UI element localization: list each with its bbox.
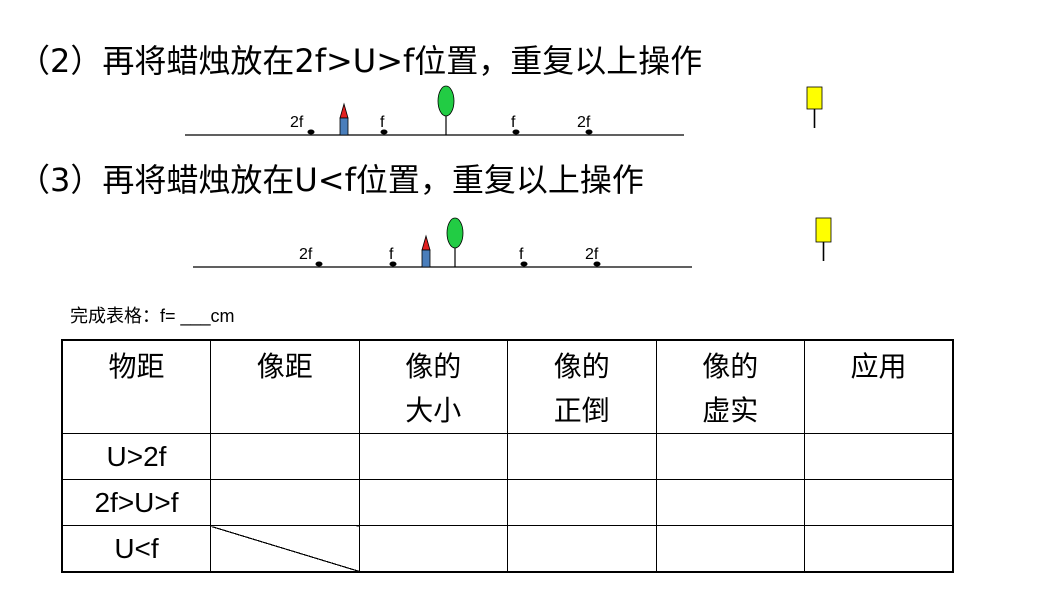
lens-shape	[437, 85, 455, 117]
candle-flame	[339, 102, 349, 119]
table-cell[interactable]	[358, 525, 508, 573]
header-object-distance: 物距	[61, 339, 211, 434]
table-cell[interactable]	[210, 479, 360, 526]
table-row: 2f>U>f	[61, 479, 954, 526]
caption-prefix: 完成表格：	[70, 306, 160, 327]
table-cell[interactable]	[804, 433, 954, 480]
focal-point-left-f	[380, 129, 388, 135]
focal-point-right-2f	[585, 129, 593, 135]
candle	[339, 102, 349, 136]
step2-heading: （2）再将蜡烛放在2f>U>f位置，重复以上操作	[18, 42, 703, 80]
table-row: U<f	[61, 525, 954, 573]
label-right-2f: 2f	[577, 114, 591, 131]
row-label: U>2f	[61, 433, 211, 480]
table-cell[interactable]	[804, 479, 954, 526]
table-cell[interactable]	[507, 525, 657, 573]
header-image-distance: 像距	[210, 339, 360, 434]
focal-point-left-f	[389, 261, 397, 267]
focal-point-left-2f	[315, 261, 323, 267]
candle	[421, 234, 431, 268]
row-label: U<f	[61, 525, 211, 573]
header-application: 应用	[804, 339, 954, 434]
table-cell[interactable]	[507, 433, 657, 480]
header-image-orientation: 像的正倒	[507, 339, 657, 434]
label-right-2f: 2f	[585, 246, 599, 263]
screen-board	[806, 86, 823, 110]
table-cell[interactable]	[655, 479, 805, 526]
focal-point-left-2f	[307, 129, 315, 135]
screen-board	[815, 217, 832, 243]
label-left-f: f	[389, 246, 394, 263]
table-cell[interactable]	[210, 433, 360, 480]
table-cell-crossed-out	[210, 525, 360, 573]
light-screen	[806, 86, 823, 128]
focal-point-right-2f	[593, 261, 601, 267]
label-left-2f: 2f	[299, 246, 313, 263]
table-row: U>2f	[61, 433, 954, 480]
step3-heading: （3）再将蜡烛放在U<f位置，重复以上操作	[18, 161, 644, 199]
label-right-f: f	[511, 114, 516, 131]
table-cell[interactable]	[358, 433, 508, 480]
optical-bench-step2: 2f f f 2f	[185, 85, 823, 136]
table-cell[interactable]	[655, 433, 805, 480]
table-caption: 完成表格：f= ___cm	[70, 304, 235, 329]
results-table: 物距 像距 像的大小 像的正倒 像的虚实 应用 U>2f 2f>U>f U<f	[61, 339, 954, 573]
light-screen	[815, 217, 832, 261]
label-left-f: f	[380, 114, 385, 131]
caption-formula: f= ___cm	[160, 306, 235, 326]
table-cell[interactable]	[655, 525, 805, 573]
optical-bench-step3: 2f f f 2f	[193, 217, 832, 268]
table-cell[interactable]	[804, 525, 954, 573]
focal-point-right-f	[512, 129, 520, 135]
convex-lens	[446, 217, 464, 267]
table-cell[interactable]	[358, 479, 508, 526]
table-cell[interactable]	[507, 479, 657, 526]
candle-body	[339, 117, 349, 136]
convex-lens	[437, 85, 455, 135]
lens-shape	[446, 217, 464, 249]
table-header-row: 物距 像距 像的大小 像的正倒 像的虚实 应用	[61, 339, 954, 434]
header-image-size: 像的大小	[358, 339, 508, 434]
candle-flame	[421, 234, 431, 251]
candle-body	[421, 249, 431, 268]
focal-point-right-f	[520, 261, 528, 267]
header-image-real-virtual: 像的虚实	[655, 339, 805, 434]
row-label: 2f>U>f	[61, 479, 211, 526]
label-right-f: f	[519, 246, 524, 263]
label-left-2f: 2f	[290, 114, 304, 131]
